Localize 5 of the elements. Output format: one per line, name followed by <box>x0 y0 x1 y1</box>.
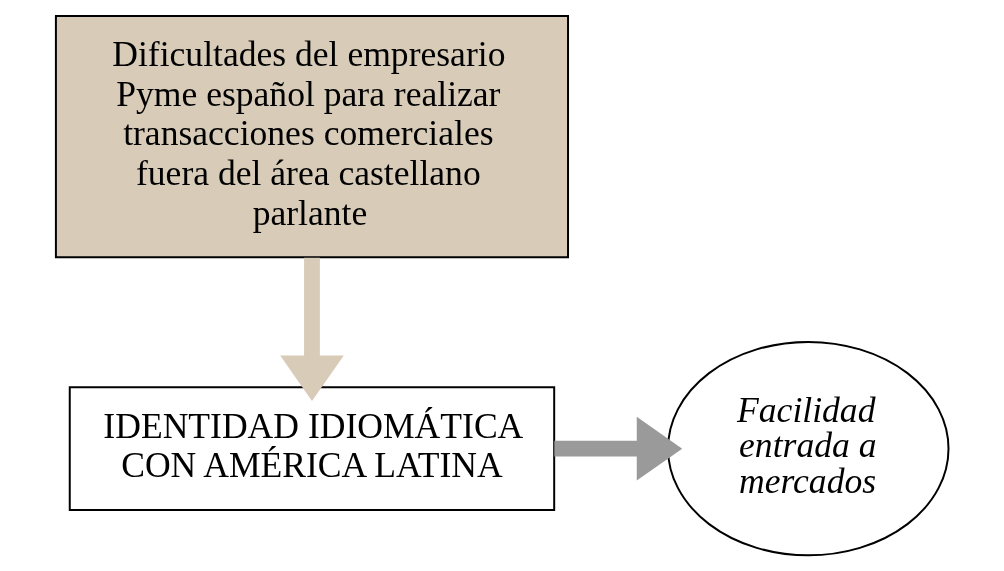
node-ellipse: Facilidad entrada a mercados <box>667 340 950 557</box>
arrow <box>280 257 344 402</box>
node-box: Dificultades del empresario Pyme español para realizar transacciones comerciales fuera del área castellano parlante <box>54 15 569 259</box>
node-box: IDENTIDAD IDIOMÁTICA CON AMÉRICA LATINA <box>68 386 556 511</box>
arrow <box>554 416 683 481</box>
